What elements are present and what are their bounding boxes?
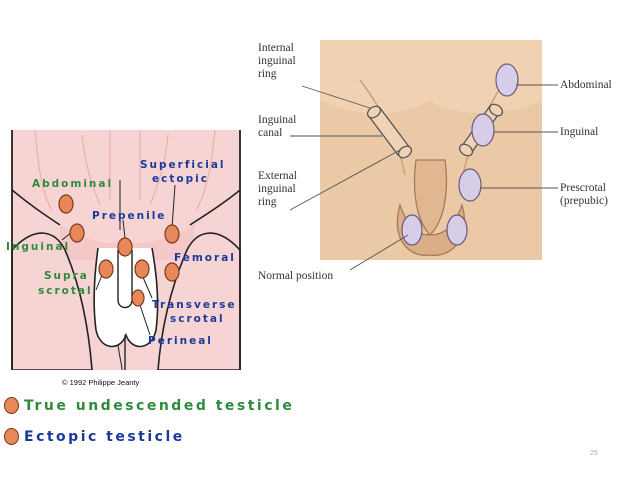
label-prepenile: Prepenile [92,210,167,222]
ectopic-testis-diagram: Abdominal Superficial ectopic Prepenile … [0,130,250,370]
label-external-inguinal: inguinal [258,183,296,195]
label-inguinal-right: Inguinal [560,126,599,138]
label-transverse: Transverse [152,299,237,311]
label-supra: Supra [44,270,89,282]
label-canal-inguinal: Inguinal [258,114,297,126]
testis-descent-diagram: Internal inguinal ring Inguinal canal Ex… [250,40,638,300]
label-internal-ring: ring [258,68,277,80]
legend-ectopic-label: Ectopic testicle [24,428,185,445]
label-superficial: Superficial [140,159,226,171]
label-canal: canal [258,127,283,139]
label-abdominal: Abdominal [32,178,114,190]
label-prescrotal: Prescrotal [560,182,606,194]
pelvis-illustration [289,40,558,271]
legend-true-undescended: True undescended testicle [4,397,294,414]
legend-ectopic: Ectopic testicle [4,428,185,445]
legend-true-undescended-label: True undescended testicle [24,397,295,414]
label-normal-position: Normal position [258,270,334,282]
body-outline-illustration [11,130,241,370]
copyright-text: © 1992 Philippe Jeanty [62,378,140,387]
label-perineal: Perineal [148,335,213,347]
label-transverse-scrotal: scrotal [170,313,225,325]
page-number: 25 [590,450,598,457]
label-abdominal-right: Abdominal [560,79,612,91]
label-internal-inguinal: inguinal [258,55,296,67]
label-inguinal: Inguinal [6,241,71,253]
label-scrotal: scrotal [38,285,93,297]
label-ectopic: ectopic [152,173,209,185]
testis-marker-icon [4,428,19,445]
label-femoral: Femoral [174,252,236,264]
label-external: External [258,170,297,182]
label-external-ring: ring [258,196,277,208]
testis-marker-icon [4,397,19,414]
label-prepubic: (prepubic) [560,195,608,207]
label-internal: Internal [258,42,294,54]
